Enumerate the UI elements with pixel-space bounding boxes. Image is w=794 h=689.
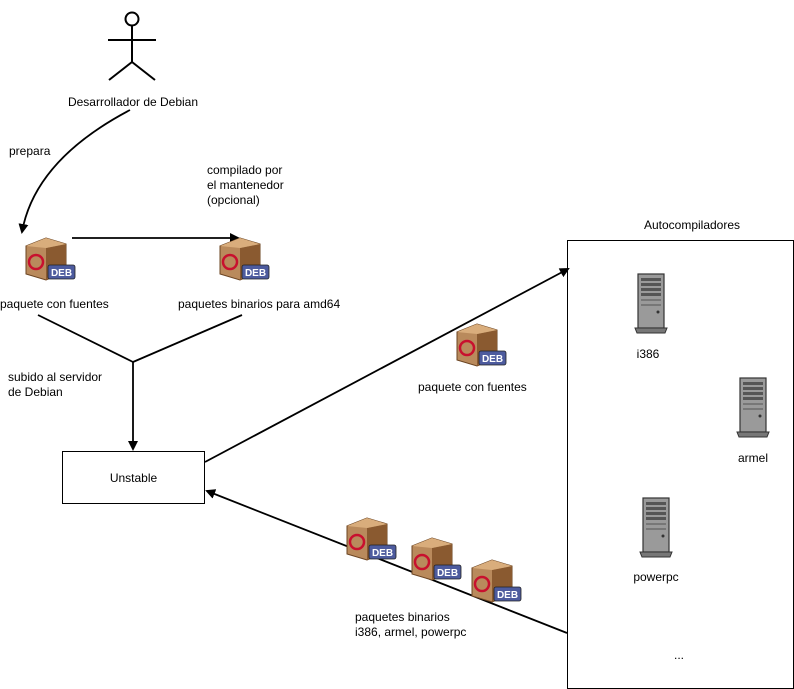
deb-badge-text: DEB [51, 268, 72, 279]
deb-package-icon: DEB [471, 559, 522, 603]
server-label-armel: armel [737, 451, 769, 465]
binary-amd64-package-label: paquetes binarios para amd64 [178, 297, 341, 311]
server-label-powerpc: powerpc [633, 570, 679, 584]
deb-badge-text: DEB [245, 268, 266, 279]
server-label-i386: i386 [636, 347, 660, 361]
server-tower-icon [639, 497, 673, 558]
line-binary-merge [132, 314, 243, 363]
actor-label: Desarrollador de Debian [67, 95, 199, 109]
server-tower-icon [736, 377, 770, 438]
edge-label-compile: compilado por el mantenedor (opcional) [207, 163, 284, 207]
arrow-from-autobuilders [205, 489, 568, 634]
arrow-prepare [18, 109, 131, 234]
deb-badge-text: DEB [372, 548, 393, 559]
source-package-label: paquete con fuentes [0, 297, 109, 311]
unstable-archive-box: Unstable [62, 451, 205, 504]
actor-stick-figure-icon [108, 11, 156, 81]
more-servers-ellipsis: ... [673, 648, 685, 662]
autobuilders-title: Autocompiladores [643, 218, 741, 232]
deb-package-icon: DEB [456, 323, 507, 367]
deb-package-icon: DEB [411, 537, 462, 581]
edge-label-prepare: prepara [9, 144, 51, 158]
binary-packages-autobuilders-label: paquetes binarios i386, armel, powerpc [355, 610, 467, 639]
deb-badge-text: DEB [437, 568, 458, 579]
source-package-autobuilders-label: paquete con fuentes [418, 380, 527, 394]
deb-package-icon: DEB [219, 237, 270, 281]
deb-package-icon: DEB [25, 237, 76, 281]
unstable-label: Unstable [109, 470, 158, 485]
deb-badge-text: DEB [482, 354, 503, 365]
arrow-to-autobuilders [204, 268, 570, 463]
deb-badge-text: DEB [497, 590, 518, 601]
line-source-merge [37, 314, 134, 363]
edge-label-upload: subido al servidor de Debian [8, 370, 103, 399]
deb-package-icon: DEB [346, 517, 397, 561]
server-tower-icon [634, 273, 668, 334]
